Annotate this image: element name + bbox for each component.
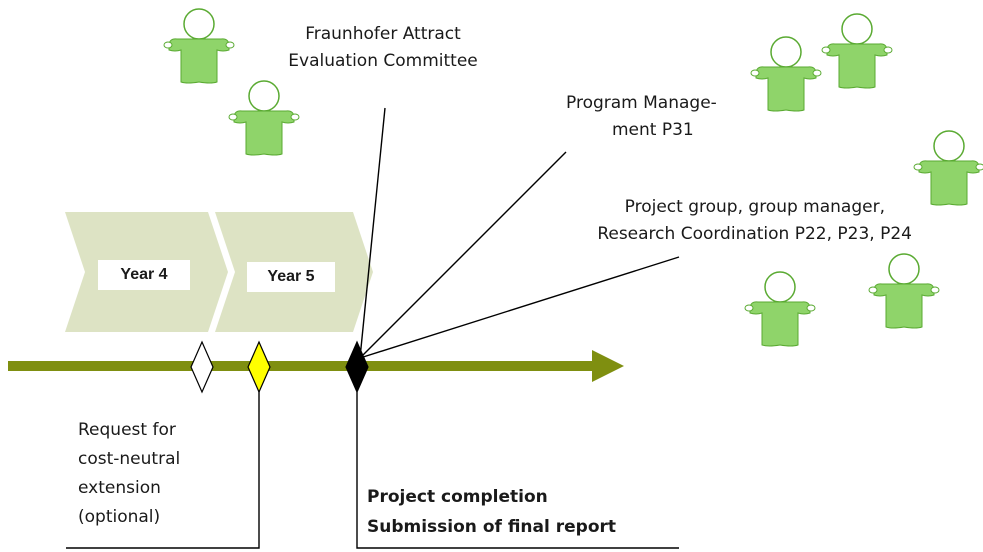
milestone-diamond-project-completion: [345, 340, 369, 394]
request-extension-label: Request for cost-neutral extension (opti…: [78, 420, 181, 527]
milestone-diamond-open: [190, 340, 214, 394]
project-completion-label: Project completion Submission of final r…: [367, 487, 617, 537]
callout-line-completion: [356, 392, 679, 549]
person-icon: [228, 80, 300, 156]
phase-label-year-5: Year 5: [247, 262, 335, 292]
phase-label-year-4: Year 4: [98, 260, 190, 290]
callout-line-request: [66, 388, 260, 549]
timeline-arrowhead: [592, 350, 624, 382]
evaluation-committee-label: Fraunhofer Attract Evaluation Committee: [288, 24, 478, 71]
person-icon: [163, 8, 235, 84]
connector-program-management: [359, 151, 567, 359]
person-icon: [913, 130, 983, 206]
connector-project-group: [359, 256, 680, 359]
timeline-axis: [8, 361, 598, 371]
project-group-label: Project group, group manager, Research C…: [597, 197, 912, 244]
program-management-label: Program Manage- ment P31: [566, 93, 717, 140]
person-icon: [750, 36, 822, 112]
person-icon: [744, 271, 816, 347]
person-icon: [868, 253, 940, 329]
milestone-diamond-optional-extension: [247, 340, 271, 394]
connector-evaluation-committee: [359, 107, 386, 359]
person-icon: [821, 13, 893, 89]
